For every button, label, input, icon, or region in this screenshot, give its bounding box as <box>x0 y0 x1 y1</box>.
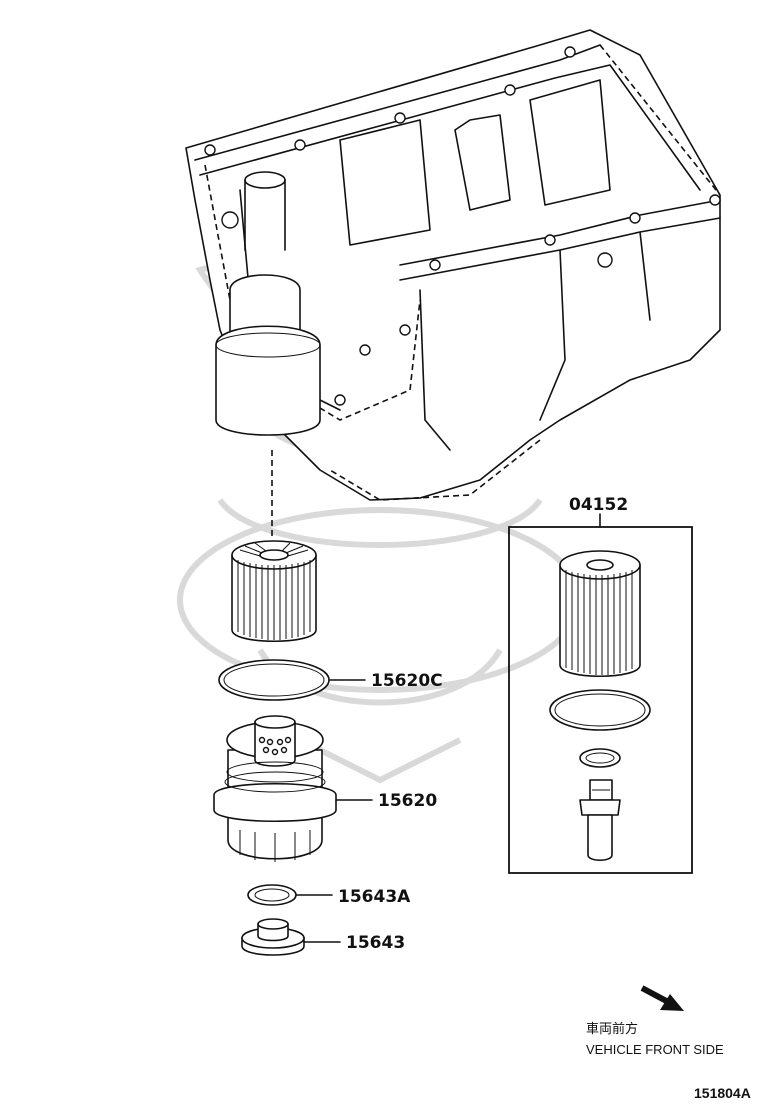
oil-filter-cap-15620 <box>213 715 373 862</box>
gasket-15643a <box>247 884 333 906</box>
label-part-15643a: 15643A <box>338 887 411 907</box>
engine-block-illustration <box>185 29 721 501</box>
o-ring-15620c <box>218 659 366 701</box>
label-part-04152: 04152 <box>569 495 628 515</box>
drain-plug-15643 <box>241 918 341 956</box>
kit-box-04152 <box>508 513 693 874</box>
oil-filter-element-left <box>231 540 317 642</box>
label-part-15620: 15620 <box>378 791 437 811</box>
arrow-down-right-icon <box>640 985 684 1011</box>
label-part-15620c: 15620C <box>371 671 443 691</box>
figure-reference: 151804A <box>694 1085 751 1101</box>
label-part-15643: 15643 <box>346 933 405 953</box>
direction-label-jp: 車両前方 <box>586 1021 638 1036</box>
direction-label-en: VEHICLE FRONT SIDE <box>586 1042 724 1057</box>
